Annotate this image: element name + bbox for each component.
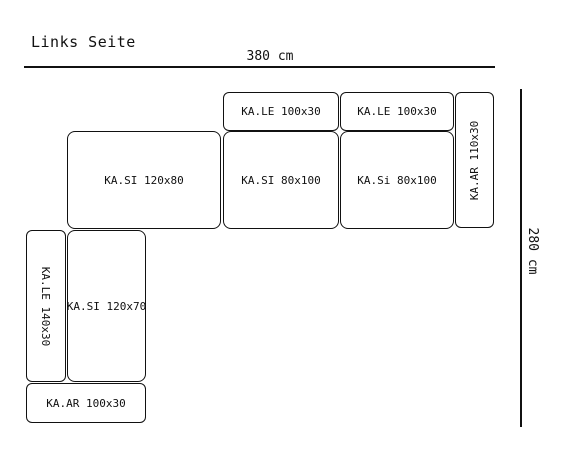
width-dimension-label: 380 cm (246, 49, 294, 64)
module-label: KA.SI 120x70 (66, 299, 147, 313)
module-ka-si-120x70[interactable]: KA.SI 120x70 (67, 230, 146, 382)
module-label: KA.LE 100x30 (357, 105, 437, 118)
module-label: KA.SI 120x80 (104, 173, 184, 187)
module-ka-si-120x80[interactable]: KA.SI 120x80 (67, 131, 221, 229)
module-label: KA.LE 140x30 (39, 266, 53, 346)
page-title: Links Seite (31, 33, 136, 51)
module-ka-le-140x30[interactable]: KA.LE 140x30 (26, 230, 66, 382)
module-label: KA.SI 80x100 (241, 173, 321, 187)
width-dimension-line (24, 66, 495, 68)
module-ka-le-100x30-top-left[interactable]: KA.LE 100x30 (223, 92, 339, 131)
module-ka-si-80x100-left[interactable]: KA.SI 80x100 (223, 131, 339, 229)
height-dimension-label: 280 cm (525, 227, 540, 275)
module-ka-le-100x30-top-right[interactable]: KA.LE 100x30 (340, 92, 454, 131)
module-label: KA.AR 110x30 (468, 120, 482, 200)
module-ka-ar-110x30[interactable]: KA.AR 110x30 (455, 92, 494, 228)
module-label: KA.AR 100x30 (46, 396, 126, 410)
module-label: KA.Si 80x100 (357, 173, 437, 187)
height-dimension-line (520, 89, 522, 427)
module-ka-si-80x100-right[interactable]: KA.Si 80x100 (340, 131, 454, 229)
module-ka-ar-100x30[interactable]: KA.AR 100x30 (26, 383, 146, 423)
module-label: KA.LE 100x30 (241, 105, 321, 118)
